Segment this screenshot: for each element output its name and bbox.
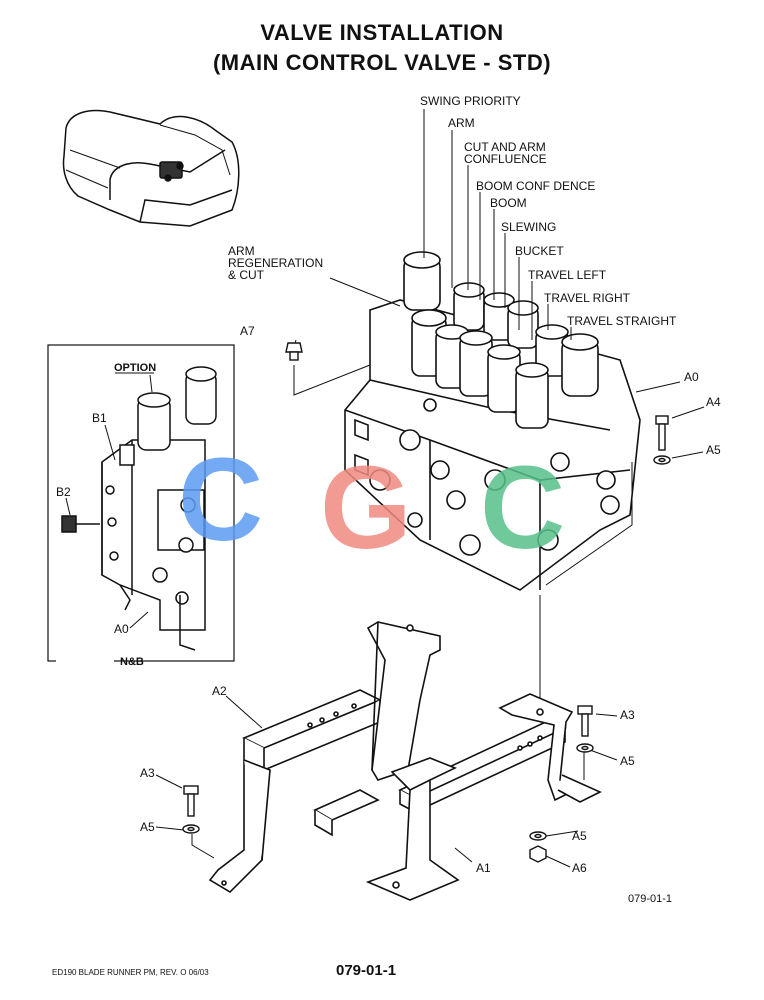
part-a0-label: A0 <box>684 370 699 384</box>
callout-cut-arm-line-1: CUT AND ARM <box>464 140 546 154</box>
callout-boom-conf: BOOM CONF DENCE <box>476 179 595 193</box>
spool-caps <box>403 251 599 429</box>
callout-arm-regen-line-1: ARM <box>228 244 255 258</box>
a0-inset-leader <box>129 611 149 629</box>
callout-travel-straight: TRAVEL STRAIGHT <box>567 314 677 328</box>
part-callout-labels: A7 A0 A4 A5 A2 A3 A5 A3 A5 A5 A6 A1 <box>140 324 721 875</box>
part-a2-label: A2 <box>212 684 227 698</box>
part-a4-label: A4 <box>706 395 721 409</box>
machine-overview-sketch <box>62 109 240 227</box>
valve-callout-labels: SWING PRIORITY ARM CUT AND ARM CONFLUENC… <box>228 94 677 328</box>
main-control-valve-sketch <box>344 251 641 591</box>
footer-page-number: 079-01-1 <box>336 962 397 979</box>
part-a5-right-label: A5 <box>706 443 721 457</box>
part-a3-left-label: A3 <box>140 766 155 780</box>
b1-leader <box>104 424 116 461</box>
callout-slewing: SLEWING <box>501 220 556 234</box>
mounting-frame-sketch <box>208 621 602 901</box>
callout-arm-regen-line-3: & CUT <box>228 268 265 282</box>
inset-b1-label: B1 <box>92 411 107 425</box>
callout-bucket: BUCKET <box>515 244 564 258</box>
port-circles <box>369 398 620 556</box>
valve-callout-leaders <box>291 109 705 700</box>
option-leader <box>149 374 153 393</box>
frame-hardware <box>182 705 594 863</box>
part-a1-label: A1 <box>476 861 491 875</box>
callout-travel-right: TRAVEL RIGHT <box>544 291 631 305</box>
watermark-letter-c2: C <box>480 442 565 574</box>
callout-arm: ARM <box>448 116 475 130</box>
valve-hardware <box>285 342 671 465</box>
part-a7-label: A7 <box>240 324 255 338</box>
watermark-letter-c1: C <box>178 434 263 566</box>
figure-reference: 079-01-1 <box>628 893 673 905</box>
watermark-letter-g: G <box>320 442 412 574</box>
part-a5-left-label: A5 <box>140 820 155 834</box>
inset-a0-label: A0 <box>114 622 129 636</box>
callout-boom: BOOM <box>490 196 527 210</box>
callout-cut-arm-line-2: CONFLUENCE <box>464 152 547 166</box>
option-inset: OPTION B1 B2 A0 N&B <box>47 344 235 668</box>
part-a5-right-lower-label: A5 <box>620 754 635 768</box>
part-a5-bottom-label: A5 <box>572 829 587 843</box>
callout-arm-regen-line-2: REGENERATION <box>228 256 323 270</box>
callout-swing-priority: SWING PRIORITY <box>420 94 521 108</box>
part-a6-label: A6 <box>572 861 587 875</box>
inset-option-label: OPTION <box>114 362 156 374</box>
b2-leader <box>65 497 71 516</box>
inset-b2-label: B2 <box>56 485 71 499</box>
title-line-2: (MAIN CONTROL VALVE - STD) <box>212 50 552 75</box>
option-valve-sketch <box>61 366 217 651</box>
part-a3-right-label: A3 <box>620 708 635 722</box>
callout-travel-left: TRAVEL LEFT <box>528 268 607 282</box>
footer-doc-info: ED190 BLADE RUNNER PM, REV. O 06/03 <box>52 968 209 977</box>
inset-caption: N&B <box>120 656 144 668</box>
title-line-1: VALVE INSTALLATION <box>260 20 504 45</box>
frame-callout-leaders <box>155 695 618 868</box>
cgc-watermark: C G C <box>178 434 565 574</box>
